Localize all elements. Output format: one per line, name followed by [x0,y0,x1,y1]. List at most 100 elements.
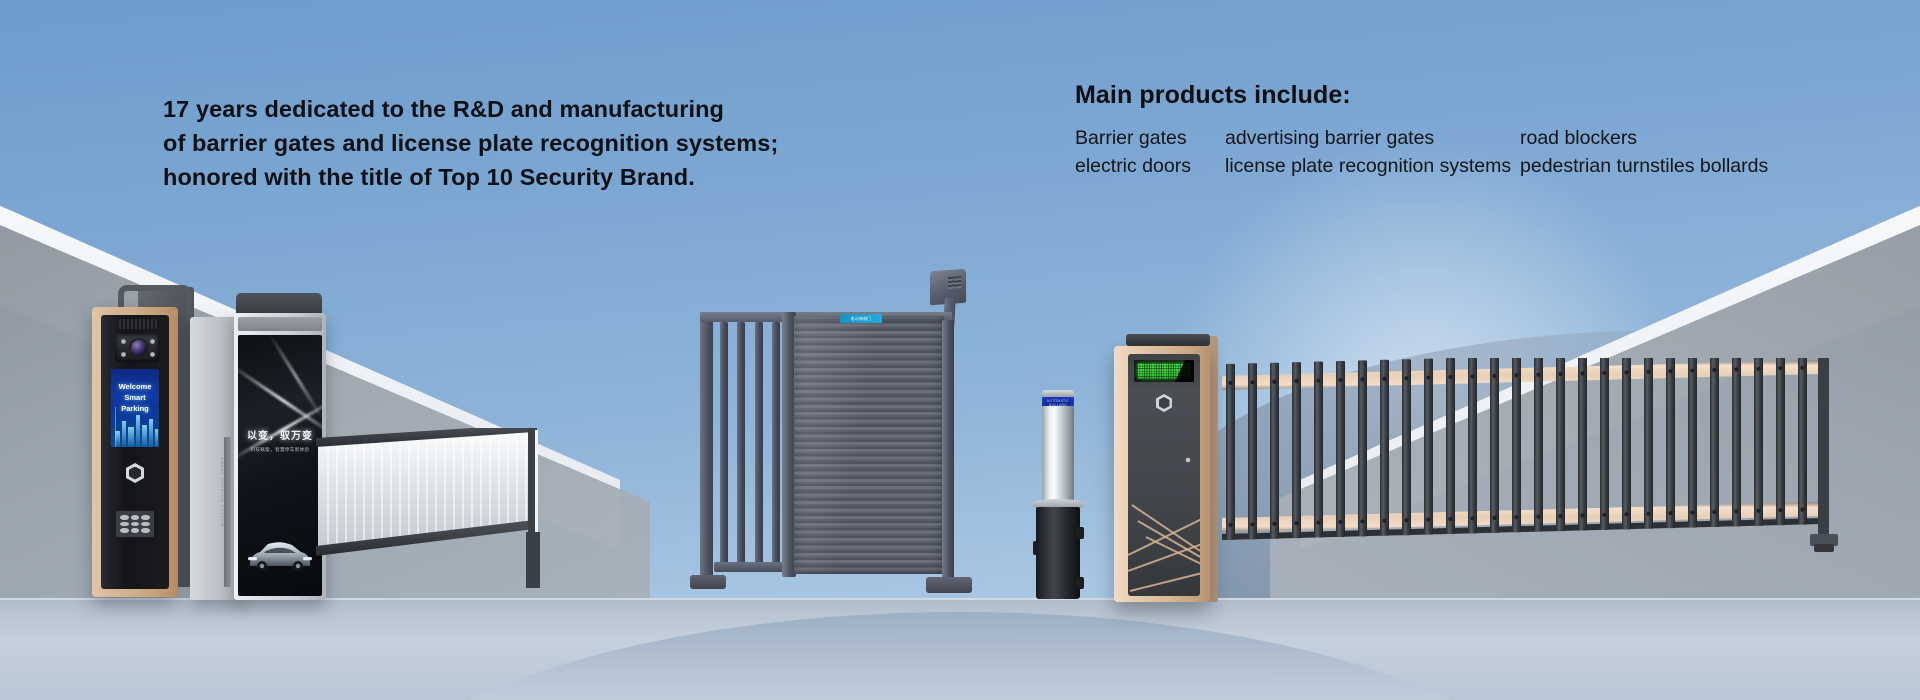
ir-led-icon [150,352,155,357]
keypad-key[interactable] [130,528,140,533]
skyline-graphic [111,407,159,447]
bollard-base-housing [1033,507,1084,599]
kiosk-display[interactable]: Welcome Smart Parking [111,369,159,447]
fence-bolt [1294,379,1299,384]
gate-housing-top-cap [1126,334,1210,346]
fence-bolt [1426,517,1431,522]
ir-led-icon [121,352,126,357]
fence-bolt [1668,511,1673,516]
fence-bolt [1492,515,1497,520]
keypad-key[interactable] [120,521,129,527]
door-louver-panel [794,316,944,574]
car-illustration [248,542,312,571]
fence-barrier-arm [316,428,668,588]
bollard-cap [1042,390,1074,397]
fence-picket [1490,356,1499,533]
keypad-key[interactable] [130,521,140,527]
door-post-right [942,320,954,582]
product-item: advertising barrier gates [1225,127,1435,149]
bollard-lug [1076,527,1084,539]
fence-bolt [1272,521,1277,526]
fence-bolt [1778,366,1783,371]
status-indicator [1186,458,1190,462]
fence-bolt [1360,519,1365,524]
fence-bolt [1646,369,1651,374]
product-item: pedestrian turnstiles bollards [1520,155,1769,177]
fence-picket [1622,353,1631,530]
door-center-divider [782,312,796,577]
fence-bolt [1272,379,1277,384]
fence-picket [1710,350,1719,527]
ir-led-icon [150,339,155,344]
fence-bolt [1338,377,1343,383]
product-list-title: Main products include: [1075,81,1351,109]
door-panel-sheen [794,316,944,574]
fence-bolt [1734,509,1739,514]
fence-picket [1336,360,1345,537]
keypad[interactable] [116,511,154,537]
fence-picket [1468,357,1477,534]
motor-vent-icon [948,276,961,289]
fence-bolt [1536,514,1541,519]
fence-bolt [1250,380,1255,385]
fence-bolt [1470,374,1475,379]
bollard-flange [1032,499,1084,510]
product-list-rows: Barrier gates advertising barrier gates … [1075,124,1768,180]
door-picket [737,322,746,567]
gate-housing-body [1114,346,1210,602]
fence-bolt [1602,512,1607,518]
ad-side-branding: SMART PARKING SYSTEM [220,457,225,528]
fence-bolt [1382,518,1387,523]
door-picket [720,322,728,567]
keypad-key[interactable] [120,515,129,520]
product-row: electric doors license plate recognition… [1075,152,1768,180]
ad-subline: 科技赋能，智慧停车新体验 [250,447,310,452]
bollard-led-band: AUTOMATIC BOLLARD [1042,397,1074,407]
fence-bolt [1514,373,1519,378]
headline-line-2: of barrier gates and license plate recog… [163,130,779,156]
keypad-key[interactable] [130,515,140,520]
fence-bolt [1668,369,1673,374]
keypad-key[interactable] [141,528,150,533]
door-picket [754,322,763,567]
keypad-key[interactable] [141,521,150,527]
kiosk-body: Welcome Smart Parking [92,307,178,597]
fence-picket [1292,362,1301,539]
fence-bolt [1558,371,1563,377]
ad-frame-header [238,317,322,331]
fence-bolt [1580,371,1585,376]
fence-bolt [1448,374,1453,380]
fence-bolt [1800,365,1805,370]
door-bottom-rail-left [714,562,788,572]
fence-picket [1424,358,1433,535]
fence-picket [1732,350,1741,527]
fence-bolt [1426,375,1431,380]
fence-bolt [1690,510,1695,515]
ad-screen[interactable]: 以变，驭万变 科技赋能，智慧停车新体验 [238,335,322,596]
fence-picket [1248,363,1257,540]
fence-bolt [1404,518,1409,523]
keypad-key[interactable] [141,515,150,520]
headline-line-1: 17 years dedicated to the R&D and manufa… [163,96,724,122]
product-row: Barrier gates advertising barrier gates … [1075,124,1768,152]
headline-line-3: honored with the title of Top 10 Securit… [163,164,695,190]
fence-bolt [1734,367,1739,372]
gate-housing-face [1128,354,1200,596]
fence-bolt [1690,368,1695,373]
camera-lens-icon [131,340,147,356]
fence-bolt [1712,367,1717,373]
fence-bolt [1404,376,1409,381]
rising-bollard: AUTOMATIC BOLLARD [1028,390,1088,600]
fence-bolt [1294,521,1299,526]
kiosk-vent-grille [119,319,159,329]
camera-icon [115,334,159,362]
keypad-key[interactable] [120,528,129,533]
led-display [1134,360,1194,382]
fence-bolt [1470,516,1475,521]
ad-frame: 以变，驭万变 科技赋能，智慧停车新体验 [234,313,326,600]
fence-bolt [1712,509,1717,515]
ad-headline: 以变，驭万变 [247,431,313,442]
fence-bolt [1756,366,1761,371]
electric-folding-door: 电动伸缩门 [686,268,976,602]
fence-bolt [1382,376,1387,381]
